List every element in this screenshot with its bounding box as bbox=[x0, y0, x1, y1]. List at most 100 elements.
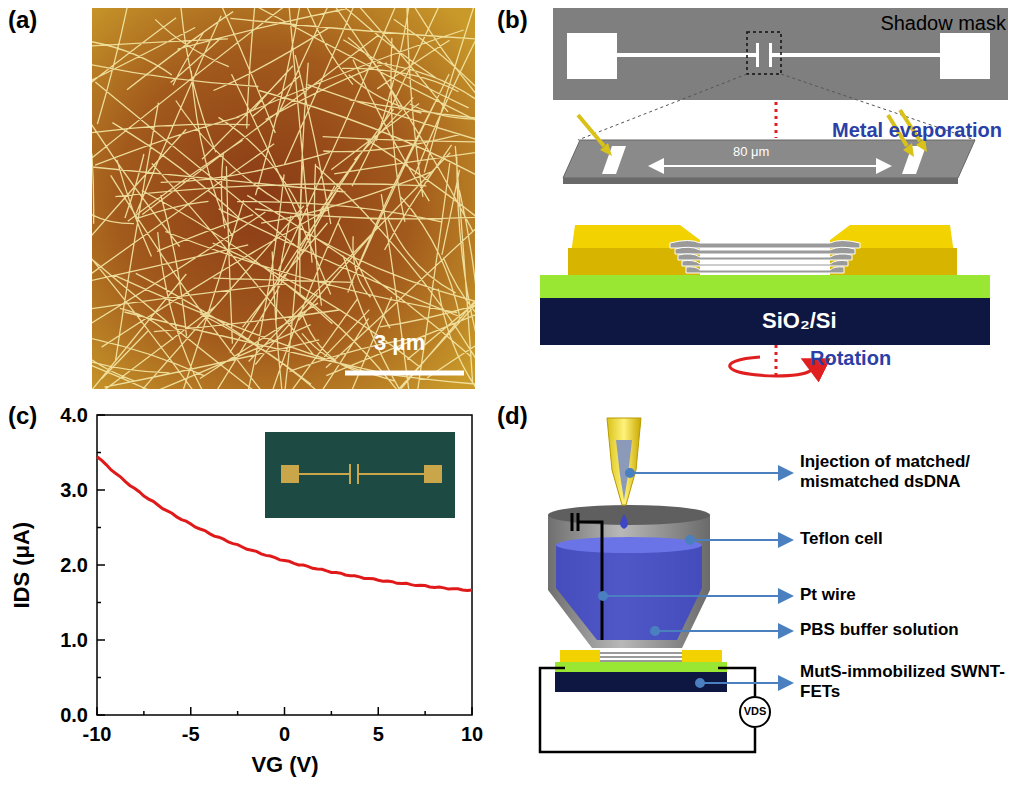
circuit-wire bbox=[540, 668, 755, 752]
panel-label: (d) bbox=[497, 402, 528, 431]
plot-frame bbox=[97, 415, 472, 715]
axis-tick bbox=[237, 711, 239, 715]
nanotube-strip bbox=[600, 656, 682, 658]
tick-label: 1.0 bbox=[60, 628, 88, 652]
axis-tick bbox=[97, 602, 101, 604]
mask-gap-edge bbox=[756, 43, 759, 67]
nanotube-strip bbox=[678, 254, 852, 260]
shadow-mask-panel: Shadow mask bbox=[553, 8, 1008, 100]
nanotube-strip bbox=[670, 241, 860, 249]
tick-label: 10 bbox=[461, 722, 483, 746]
axis-tick bbox=[97, 564, 105, 566]
device-electrode bbox=[682, 650, 722, 662]
inset-line bbox=[299, 473, 350, 475]
mask-slab-body bbox=[563, 140, 975, 178]
inset-pad bbox=[424, 465, 442, 483]
nanotube-film bbox=[670, 241, 860, 274]
dimension-label: 80 μm bbox=[733, 144, 769, 160]
measurement-setup bbox=[540, 418, 792, 752]
callout-label: PBS buffer solution bbox=[800, 620, 1025, 640]
device-photo-inset bbox=[265, 432, 455, 518]
nanotube-strip bbox=[686, 267, 844, 273]
voltage-source-circle: VDS bbox=[739, 696, 771, 728]
axis-tick bbox=[97, 714, 105, 716]
axis-tick bbox=[97, 452, 101, 454]
rotation-arrow bbox=[730, 357, 813, 376]
arrowhead bbox=[903, 143, 914, 157]
iv-plot bbox=[97, 415, 472, 715]
nanotube-strip bbox=[600, 660, 682, 662]
scale-bar bbox=[345, 371, 464, 376]
callout-label: Teflon cell bbox=[800, 529, 1025, 549]
electrode-terminal bbox=[572, 513, 578, 531]
nanotube-lines bbox=[92, 8, 475, 389]
tick-label: 2.0 bbox=[60, 553, 88, 577]
substrate-layer-box: SiO₂/Si bbox=[540, 298, 990, 345]
tick-label: -10 bbox=[83, 722, 112, 746]
leader-line bbox=[690, 539, 792, 541]
pipette-tip bbox=[607, 418, 641, 505]
tick-label: 3.0 bbox=[60, 478, 88, 502]
tick-label: 5 bbox=[373, 722, 384, 746]
process-label: Rotation bbox=[810, 346, 891, 370]
node-text: Shadow mask bbox=[880, 11, 1006, 35]
mask-line bbox=[771, 53, 940, 57]
leader-lines bbox=[599, 469, 792, 687]
leader-line bbox=[603, 595, 792, 597]
callout-label: Injection of matched/ mismatched dsDNA bbox=[800, 452, 1025, 493]
axis-tick bbox=[424, 711, 426, 715]
axis-tick bbox=[96, 707, 98, 715]
nanotube-strip bbox=[682, 260, 848, 266]
axis-ticks bbox=[97, 415, 472, 715]
axis-tick bbox=[471, 707, 473, 715]
transfer-curve bbox=[97, 457, 472, 591]
pt-wire bbox=[578, 522, 602, 640]
axis-tick bbox=[378, 707, 380, 715]
axis-tick bbox=[97, 489, 105, 491]
inset-gap bbox=[357, 464, 359, 484]
tick-label: -5 bbox=[182, 722, 200, 746]
axis-tick bbox=[284, 707, 286, 715]
nanotube-network bbox=[92, 8, 475, 389]
afm-image bbox=[0, 0, 585, 506]
device-cross-section bbox=[540, 225, 990, 380]
leader-line bbox=[655, 630, 792, 632]
zoom-box bbox=[747, 32, 781, 74]
device-oxide bbox=[555, 662, 727, 672]
afm-image-panel: 3 μm bbox=[92, 8, 475, 389]
leader-line bbox=[630, 472, 792, 474]
inset-pad bbox=[281, 465, 299, 483]
callout-label: Pt wire bbox=[800, 585, 1025, 605]
mask-line bbox=[617, 53, 757, 57]
inset-line bbox=[359, 473, 424, 475]
nanotube-strip bbox=[675, 247, 855, 254]
mask-pad bbox=[940, 33, 990, 79]
dimension-arrow bbox=[650, 165, 890, 167]
sample-drop bbox=[620, 514, 628, 529]
pbs-surface bbox=[556, 537, 702, 553]
leader-line bbox=[700, 682, 792, 684]
mask-gap-edge bbox=[769, 43, 772, 67]
axis-tick bbox=[97, 639, 105, 641]
inset-gap bbox=[349, 464, 351, 484]
axis-tick bbox=[331, 711, 333, 715]
panel-label: (b) bbox=[497, 6, 528, 35]
axis-tick bbox=[190, 707, 192, 715]
pbs-buffer bbox=[556, 545, 702, 640]
axis-tick bbox=[97, 677, 101, 679]
mask-pad bbox=[567, 33, 617, 79]
tick-label: 0 bbox=[279, 722, 290, 746]
axis-tick bbox=[143, 711, 145, 715]
process-label: Metal evaporation bbox=[832, 118, 1002, 142]
tick-label: 4.0 bbox=[60, 403, 88, 427]
device-electrode bbox=[560, 650, 600, 662]
mask-plate bbox=[553, 8, 1008, 100]
axis-tick bbox=[97, 527, 101, 529]
panel-label: (a) bbox=[8, 6, 37, 35]
mask-slab-edge bbox=[563, 178, 958, 184]
zoom-line bbox=[578, 74, 747, 140]
node-text: 3 μm bbox=[374, 330, 425, 356]
panel-label: (c) bbox=[8, 402, 37, 431]
rotation-axis bbox=[775, 102, 778, 138]
